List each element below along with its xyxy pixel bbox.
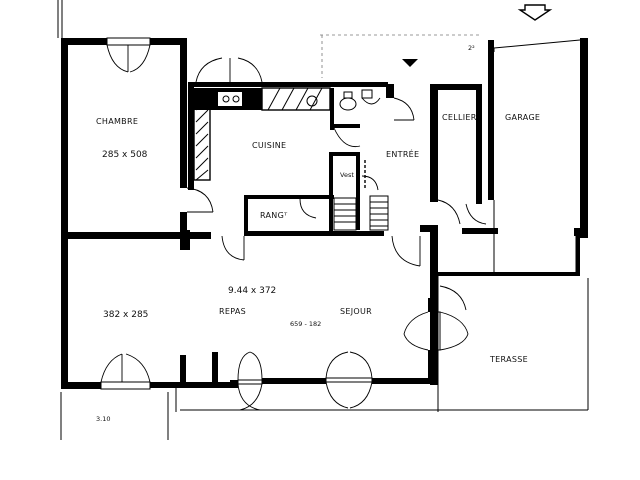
label-cellier: CELLIER <box>442 113 477 122</box>
outline-lines <box>60 39 589 440</box>
staircase <box>333 195 389 231</box>
sub-sejour: 659 - 182 <box>290 320 321 328</box>
label-terrasse: TERASSE <box>489 355 528 364</box>
label-rangt: RANGᵀ <box>260 211 288 220</box>
garage-marks <box>493 200 577 276</box>
dims-chambre: 285 x 508 <box>102 150 148 160</box>
label-entree: ENTRÉE <box>386 148 419 159</box>
label-vest: Vest <box>340 171 354 179</box>
toilet-icon <box>339 89 373 111</box>
label-sejour: SEJOUR <box>340 307 372 316</box>
dims-bedroom2: 382 x 285 <box>103 310 148 320</box>
entry-arrow-icon <box>517 4 553 21</box>
label-garage: GARAGE <box>505 113 540 122</box>
windows <box>100 37 441 390</box>
scan-margin-lines <box>57 0 480 78</box>
svg-text:2²: 2² <box>468 44 475 52</box>
label-cuisine: CUISINE <box>252 141 286 150</box>
entrance-arrow-icon <box>402 59 418 67</box>
bottom-dimension: 3.10 <box>96 415 110 423</box>
door-swings <box>100 44 487 411</box>
kitchen-counters <box>193 87 331 181</box>
dims-sejour-area: 9.44 x 372 <box>228 286 276 296</box>
label-repas: REPAS <box>219 307 246 316</box>
room-labels: CHAMBRE 285 x 508 CUISINE ENTRÉE Vest RA… <box>96 113 540 423</box>
label-chambre: CHAMBRE <box>96 117 138 126</box>
walls <box>61 38 588 389</box>
